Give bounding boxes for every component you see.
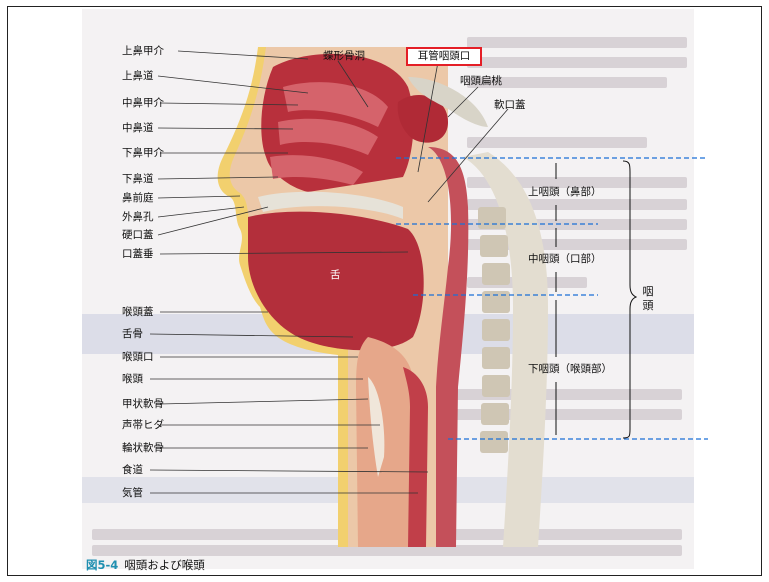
label-hyoid-bone: 舌骨 [122,328,143,340]
label-inferior-nasal-concha: 下鼻甲介 [122,147,164,159]
figure-caption: 図5-4 咽頭および喉頭 [86,557,205,573]
label-cricoid-cartilage: 輪状軟骨 [122,442,164,454]
caption-title: 咽頭および喉頭 [124,558,205,572]
label-nasal-vestibule: 鼻前庭 [122,192,154,204]
label-uvula: 口蓋垂 [122,248,154,260]
label-pharynx: 咽頭 [642,285,654,313]
label-vocal-fold: 声帯ヒダ [122,419,164,431]
label-inferior-nasal-meatus: 下鼻道 [122,173,154,185]
caption-figure-number: 図5-4 [86,558,118,572]
label-tongue: 舌 [330,269,341,281]
label-esophagus: 食道 [122,464,143,476]
label-middle-nasal-meatus: 中鼻道 [122,122,154,134]
label-thyroid-cartilage: 甲状軟骨 [122,398,164,410]
label-hard-palate: 硬口蓋 [122,229,154,241]
label-superior-nasal-meatus: 上鼻道 [122,70,154,82]
label-laryngopharynx: 下咽頭（喉頭部） [528,363,612,375]
label-epiglottis: 喉頭蓋 [122,306,154,318]
label-middle-nasal-concha: 中鼻甲介 [122,97,164,109]
label-trachea: 気管 [122,487,143,499]
label-sphenoid-sinus: 蝶形骨洞 [323,50,365,62]
label-soft-palate: 軟口蓋 [494,99,526,111]
label-nostril: 外鼻孔 [122,211,154,223]
highlight-eustachian-opening: 耳管咽頭口 [406,47,482,66]
label-larynx: 喉頭 [122,373,143,385]
label-superior-nasal-concha: 上鼻甲介 [122,45,164,57]
label-oropharynx: 中咽頭（口部） [528,253,602,265]
label-laryngeal-inlet: 喉頭口 [122,351,154,363]
label-nasopharynx: 上咽頭（鼻部） [528,186,602,198]
label-pharyngeal-tonsil: 咽頭扁桃 [460,75,502,87]
figure-frame: 上鼻甲介 上鼻道 中鼻甲介 中鼻道 下鼻甲介 下鼻道 鼻前庭 外鼻孔 硬口蓋 口… [7,6,762,576]
